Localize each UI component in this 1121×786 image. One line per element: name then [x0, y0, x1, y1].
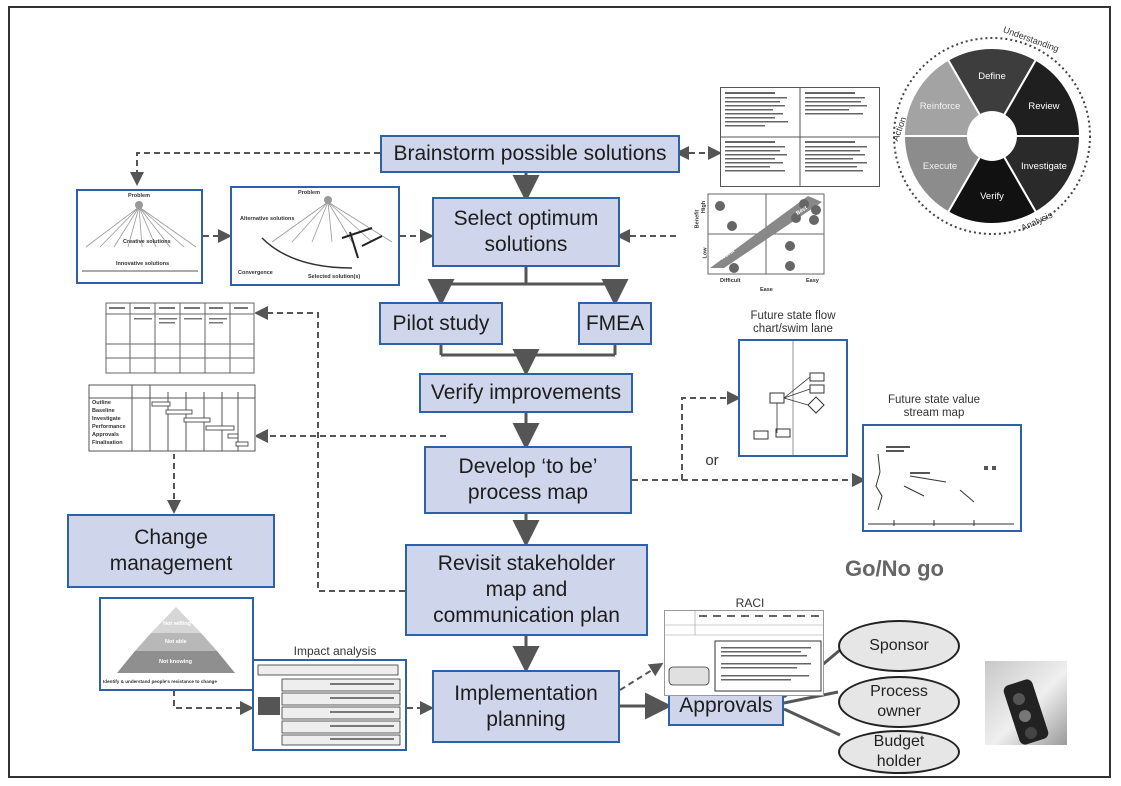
- impact-analysis-thumbnail: [252, 659, 407, 751]
- benefit-high-label: High: [701, 200, 708, 214]
- dashed-connectors: [130, 146, 866, 715]
- approvals-label: Approvals: [679, 694, 773, 717]
- gantt-row: Approvals: [92, 432, 119, 438]
- cycle-segment: [1002, 135, 1082, 214]
- change-management-box: Change management: [67, 514, 275, 588]
- stakeholder-table-thumbnail: [105, 302, 255, 374]
- or-label: or: [705, 452, 719, 469]
- resistance-pyramid-thumbnail: Not willing Not able Not knowing Identif…: [99, 597, 254, 691]
- brainstorm-label: Brainstorm possible solutions: [393, 142, 667, 165]
- future-vsm-caption: Future state value stream map: [887, 394, 981, 419]
- creative-solutions-label: Creative solutions: [123, 239, 171, 245]
- develop-process-map-box: Develop ‘to be’ process map: [424, 446, 632, 514]
- future-vsm-thumbnail: [862, 424, 1022, 532]
- cycle-outer-ring: [893, 37, 1091, 235]
- alternative-solutions-label: Alternative solutions: [240, 216, 295, 222]
- raci-thumbnail: [664, 610, 824, 696]
- gantt-row: Performance: [92, 424, 126, 430]
- innovative-solutions-label: Innovative solutions: [116, 261, 170, 267]
- cycle-segment-label: Reinforce: [920, 101, 961, 112]
- approver-sponsor: Sponsor: [838, 620, 960, 672]
- implementation-planning-label: Implementation planning: [454, 681, 598, 731]
- selected-solutions-label: Selected solution(s): [308, 274, 361, 280]
- cycle-segment-label: Investigate: [1021, 161, 1067, 172]
- cycle-segment-label: Review: [1028, 101, 1059, 112]
- gantt-chart-thumbnail: Outline Baseline Investigate Performance…: [88, 384, 256, 454]
- future-flow-caption: Future state flow chart/swim lane: [750, 310, 836, 335]
- gantt-row: Baseline: [92, 408, 115, 414]
- develop-process-map-label: Develop ‘to be’ process map: [458, 455, 598, 504]
- revisit-stakeholder-box: Revisit stakeholder map and communicatio…: [405, 544, 648, 636]
- approver-label: Budget holder: [873, 733, 925, 770]
- pilot-study-label: Pilot study: [392, 311, 490, 335]
- benefit-ease-matrix: Benefit High Low Difficult Easy Ease Wor…: [680, 188, 840, 298]
- cycle-segment-label: Execute: [923, 161, 957, 172]
- gantt-row: Investigate: [92, 416, 121, 422]
- convergence-label: Convergence: [238, 270, 273, 276]
- problem-tree-thumbnail: Problem Creative solutions Innovative so…: [76, 189, 203, 284]
- cycle-segment: [902, 135, 982, 214]
- cycle-segment-label: Verify: [980, 191, 1004, 202]
- cycle-segment: [946, 155, 1038, 225]
- cycle-segment-label: Define: [978, 71, 1005, 82]
- revisit-stakeholder-label: Revisit stakeholder map and communicatio…: [433, 552, 620, 627]
- problem-label: Problem: [298, 190, 321, 196]
- traffic-light-image: [985, 661, 1067, 745]
- pyramid-footer: Identify & understand people's resistanc…: [103, 679, 217, 684]
- cycle-hub: [970, 114, 1014, 158]
- brainstorm-techniques-thumbnail: [720, 87, 880, 187]
- pyramid-level: Not able: [165, 639, 187, 645]
- select-solutions-label: Select optimum solutions: [453, 207, 599, 256]
- future-flow-chart-thumbnail: [738, 339, 848, 457]
- approver-label: Sponsor: [869, 637, 929, 654]
- select-solutions-box: Select optimum solutions: [432, 197, 620, 267]
- pyramid-level: Not willing: [163, 621, 191, 627]
- ease-low-label: Difficult: [720, 278, 741, 284]
- benefit-low-label: Low: [702, 247, 709, 259]
- approver-budget-holder: Budget holder: [838, 730, 960, 774]
- problem-label: Problem: [128, 193, 151, 199]
- brainstorm-box: Brainstorm possible solutions: [380, 135, 680, 173]
- verify-improvements-box: Verify improvements: [419, 373, 633, 413]
- go-no-go-heading: Go/No go: [845, 556, 944, 581]
- ease-high-label: Easy: [806, 278, 819, 284]
- change-management-label: Change management: [109, 526, 233, 575]
- gantt-row: Outline: [92, 400, 111, 406]
- gantt-row: Finalisation: [92, 440, 123, 446]
- approver-process-owner: Process owner: [838, 676, 960, 728]
- cycle-segment: [946, 47, 1038, 117]
- ease-axis-label: Ease: [760, 287, 773, 293]
- impact-analysis-caption: Impact analysis: [293, 644, 377, 658]
- raci-caption: RACI: [735, 596, 765, 610]
- cycle-segment: [902, 58, 982, 137]
- pyramid-level: Not knowing: [159, 659, 192, 665]
- fmea-label: FMEA: [585, 311, 645, 335]
- implementation-planning-box: Implementation planning: [432, 670, 620, 743]
- benefit-axis-label: Benefit: [694, 209, 701, 229]
- pilot-study-box: Pilot study: [379, 302, 503, 345]
- cycle-segment: [1002, 58, 1082, 137]
- verify-improvements-label: Verify improvements: [430, 381, 622, 404]
- fmea-box: FMEA: [578, 302, 652, 345]
- convergence-thumbnail: Problem Alternative solutions Convergenc…: [230, 186, 400, 286]
- approver-label: Process owner: [870, 683, 928, 720]
